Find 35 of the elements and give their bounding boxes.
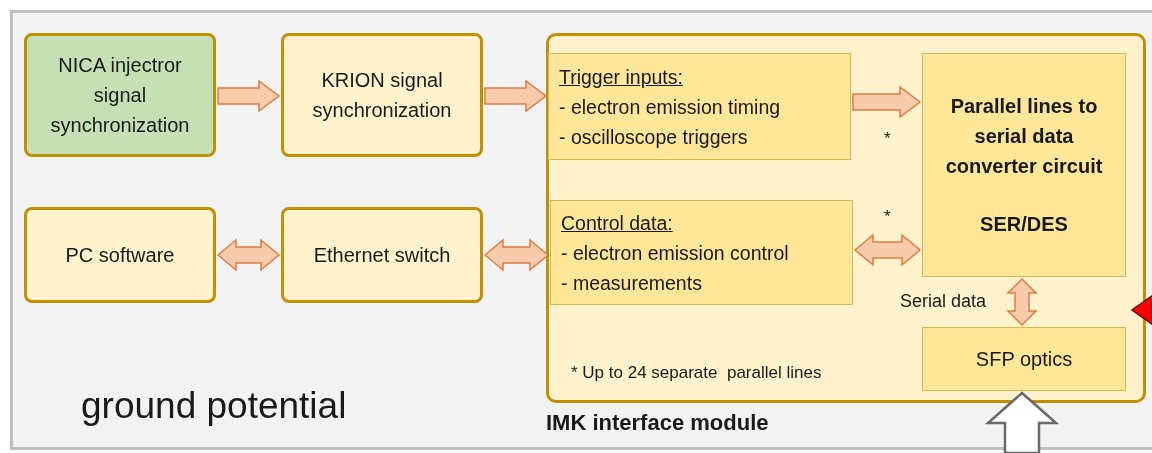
list-item: - electron emission control <box>561 240 789 266</box>
list-item: - electron emission timing <box>559 94 781 120</box>
list-item: - measurements <box>561 270 702 296</box>
block-arrow <box>217 79 281 113</box>
box-label: SFP optics <box>975 347 1073 372</box>
box-label: KRION signal synchronization <box>311 68 453 123</box>
block-arrow <box>984 391 1060 453</box>
list-heading: Control data: <box>561 210 673 236</box>
process-box <box>548 53 851 160</box>
double-block-arrow <box>853 233 922 267</box>
process-box <box>550 200 853 305</box>
asterisk-note-mark: * <box>884 207 891 227</box>
box-label: NICA injectror signal synchronization <box>49 53 191 138</box>
asterisk-note-mark: * <box>884 129 891 149</box>
panel-title: IMK interface module <box>546 410 769 436</box>
box-label: Ethernet switch <box>313 243 451 268</box>
process-box <box>922 327 1126 391</box>
double-block-arrow <box>216 238 281 272</box>
footnote: * Up to 24 separate parallel lines <box>571 363 822 383</box>
process-box <box>281 33 483 157</box>
process-box <box>281 207 483 303</box>
box-label: PC software <box>65 243 175 268</box>
panel-title: ground potential <box>81 385 347 427</box>
process-box <box>24 33 216 157</box>
box-label: Parallel lines to serial data converter circuit <box>944 94 1104 179</box>
block-arrow <box>852 85 922 119</box>
block-arrow <box>484 79 548 113</box>
process-box <box>24 207 216 303</box>
double-block-arrow <box>483 238 550 272</box>
box-label: SER/DES <box>980 212 1068 237</box>
list-item: - oscilloscope triggers <box>559 124 748 150</box>
process-box <box>922 53 1126 277</box>
list-heading: Trigger inputs: <box>559 64 683 90</box>
ground-potential-panel <box>10 10 1152 450</box>
double-block-arrow <box>1006 277 1038 327</box>
